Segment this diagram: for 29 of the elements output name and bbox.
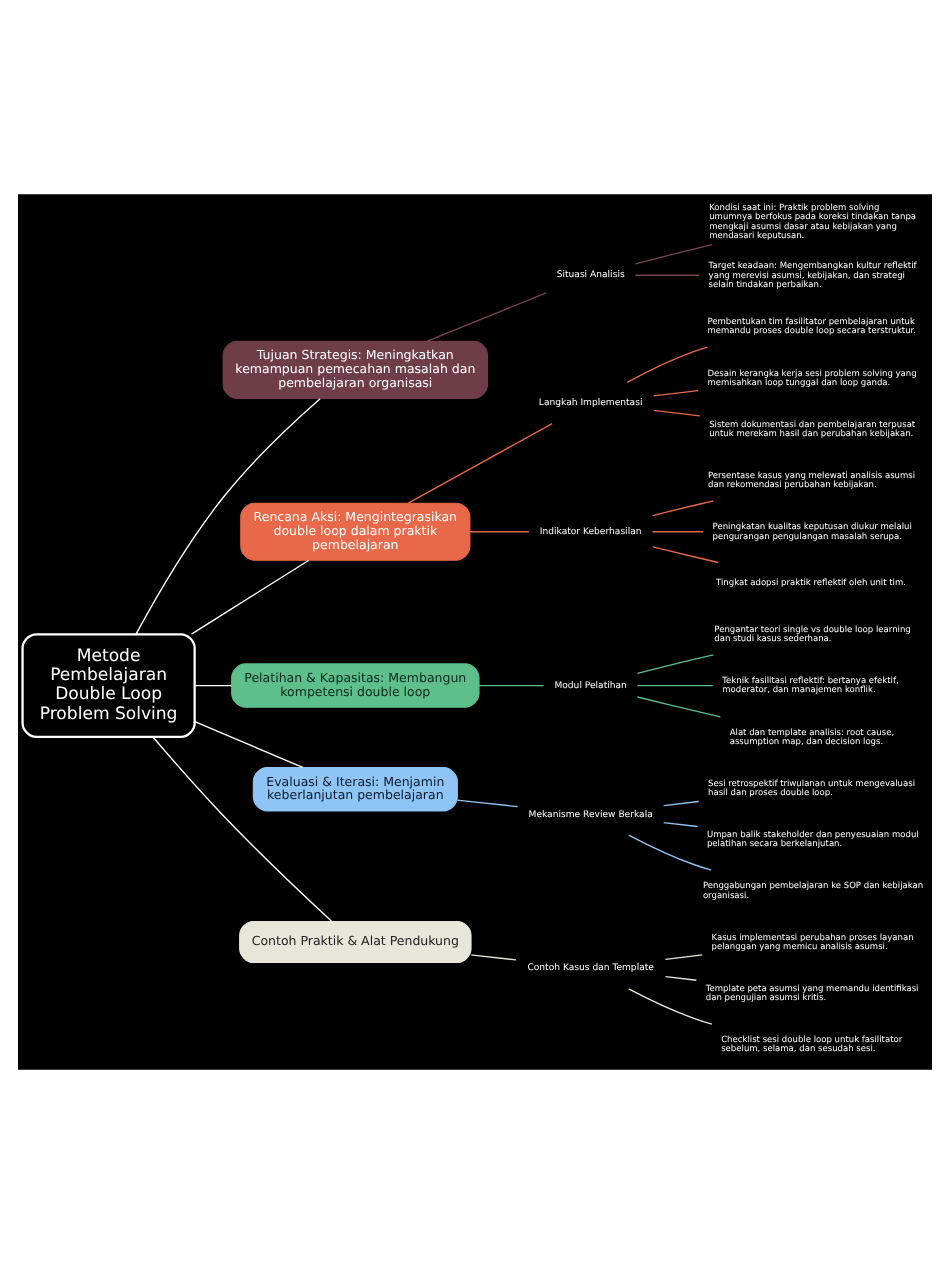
connector (627, 834, 711, 871)
connector (650, 531, 703, 533)
connector (651, 390, 698, 397)
connector (406, 422, 552, 504)
connector (633, 274, 699, 276)
connector (635, 654, 714, 675)
connector (633, 243, 712, 265)
connector (635, 684, 713, 687)
connector (189, 559, 309, 635)
connector (193, 721, 303, 769)
connector (477, 684, 544, 687)
connector (662, 821, 698, 828)
connector (193, 684, 232, 687)
connector (663, 976, 697, 981)
connector (663, 954, 702, 960)
connector (651, 500, 714, 517)
connector (651, 409, 700, 417)
connector (425, 292, 546, 343)
connector (651, 546, 718, 564)
connector (134, 398, 320, 635)
connector (151, 736, 332, 922)
connector (468, 531, 529, 533)
connector (469, 954, 516, 961)
connector (455, 799, 518, 808)
node-box: Metode Pembelajaran Double Loop Problem Solving (20, 633, 195, 738)
connector (627, 988, 712, 1025)
connector (662, 800, 699, 807)
connector (635, 696, 721, 718)
connector (625, 346, 708, 384)
